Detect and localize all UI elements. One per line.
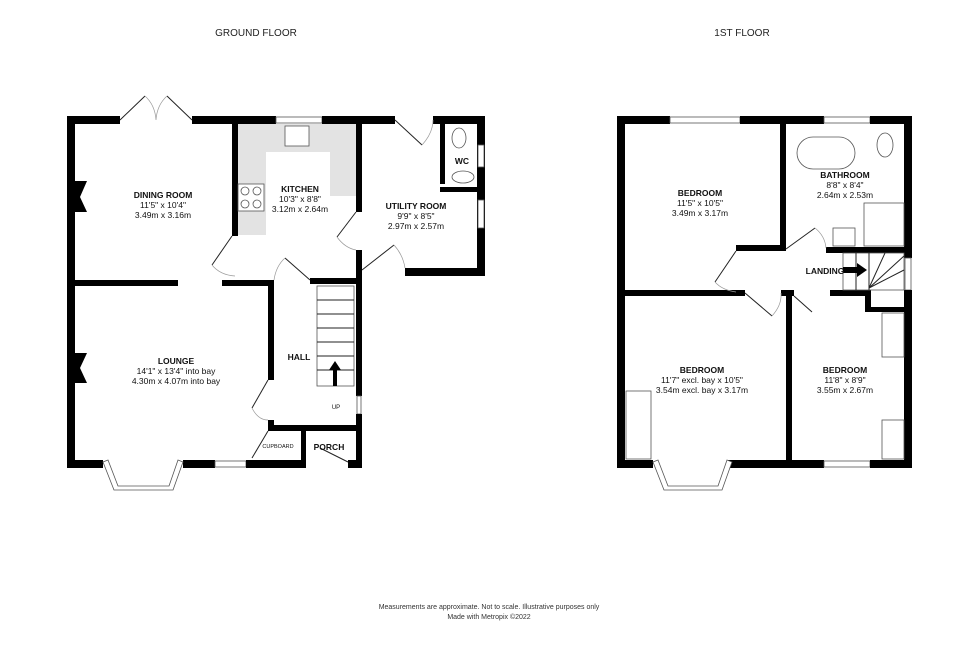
room-dim-imperial: 11'8" x 8'9"	[824, 375, 865, 385]
room-dim-imperial: 11'7" excl. bay x 10'5"	[661, 375, 743, 385]
kitchen-worktop	[238, 124, 356, 235]
room-name: WC	[455, 156, 469, 166]
room-name: BATHROOM	[820, 170, 869, 180]
first-floor-plan: BEDROOM 11'5" x 10'5" 3.49m x 3.17m BATH…	[617, 116, 912, 491]
room-dim-imperial: 10'3" x 8'8"	[279, 194, 321, 204]
room-name: UTILITY ROOM	[386, 201, 447, 211]
room-name: BEDROOM	[823, 365, 867, 375]
room-name: BEDROOM	[678, 188, 722, 198]
room-name: CUPBOARD	[262, 444, 293, 450]
room-dim-metric: 3.12m x 2.64m	[272, 204, 328, 214]
stairs-up-arrow-icon	[329, 361, 341, 386]
kitchen-sink	[284, 125, 310, 147]
shower	[863, 202, 905, 247]
ground-floor-title: GROUND FLOOR	[215, 28, 297, 39]
room-dim-imperial: 8'8" x 8'4"	[826, 180, 863, 190]
disclaimer: Measurements are approximate. Not to sca…	[379, 604, 600, 611]
doors	[119, 95, 434, 463]
first-floor-stairs[interactable]	[842, 252, 905, 291]
wardrobe	[881, 419, 905, 460]
bedroom-bay-window	[652, 459, 733, 491]
wc-basin	[451, 170, 475, 184]
ground-floor-plan: DINING ROOM 11'5" x 10'4" 3.49m x 3.16m …	[67, 95, 485, 491]
lounge-fireplace	[75, 353, 87, 383]
room-name: LANDING	[806, 266, 845, 276]
first-floor-title: 1ST FLOOR	[714, 28, 769, 39]
wardrobe	[881, 312, 905, 358]
wc-toilet	[451, 127, 467, 149]
room-dim-metric: 3.54m excl. bay x 3.17m	[656, 385, 748, 395]
room-name: BEDROOM	[680, 365, 724, 375]
room-dim-metric: 3.49m x 3.17m	[672, 208, 728, 218]
bath	[796, 136, 856, 170]
lounge-bay-window	[102, 459, 184, 491]
room-dim-imperial: 14'1" x 13'4" into bay	[137, 366, 216, 376]
room-dim-metric: 2.64m x 2.53m	[817, 190, 873, 200]
room-dim-metric: 3.55m x 2.67m	[817, 385, 873, 395]
room-dim-imperial: 11'5" x 10'5"	[677, 198, 723, 208]
room-dim-imperial: 9'9" x 8'5"	[397, 211, 434, 221]
landing-arrow-icon	[843, 263, 867, 277]
room-dim-metric: 2.97m x 2.57m	[388, 221, 444, 231]
bathroom-toilet	[876, 132, 894, 158]
room-name: LOUNGE	[158, 356, 195, 366]
room-name: KITCHEN	[281, 184, 319, 194]
ground-stairs[interactable]	[316, 285, 355, 387]
stairs-up-label: UP	[332, 405, 340, 411]
room-name: DINING ROOM	[134, 190, 193, 200]
wardrobe	[625, 390, 652, 460]
room-dim-metric: 3.49m x 3.16m	[135, 210, 191, 220]
bathroom-basin	[832, 227, 856, 247]
kitchen-window	[275, 116, 323, 124]
room-dim-metric: 4.30m x 4.07m into bay	[132, 376, 221, 386]
room-dim-imperial: 11'5" x 10'4"	[140, 200, 186, 210]
room-name: HALL	[288, 352, 311, 362]
copyright: Made with Metropix ©2022	[447, 613, 530, 621]
room-name: PORCH	[314, 442, 345, 452]
dining-fireplace	[75, 181, 87, 212]
